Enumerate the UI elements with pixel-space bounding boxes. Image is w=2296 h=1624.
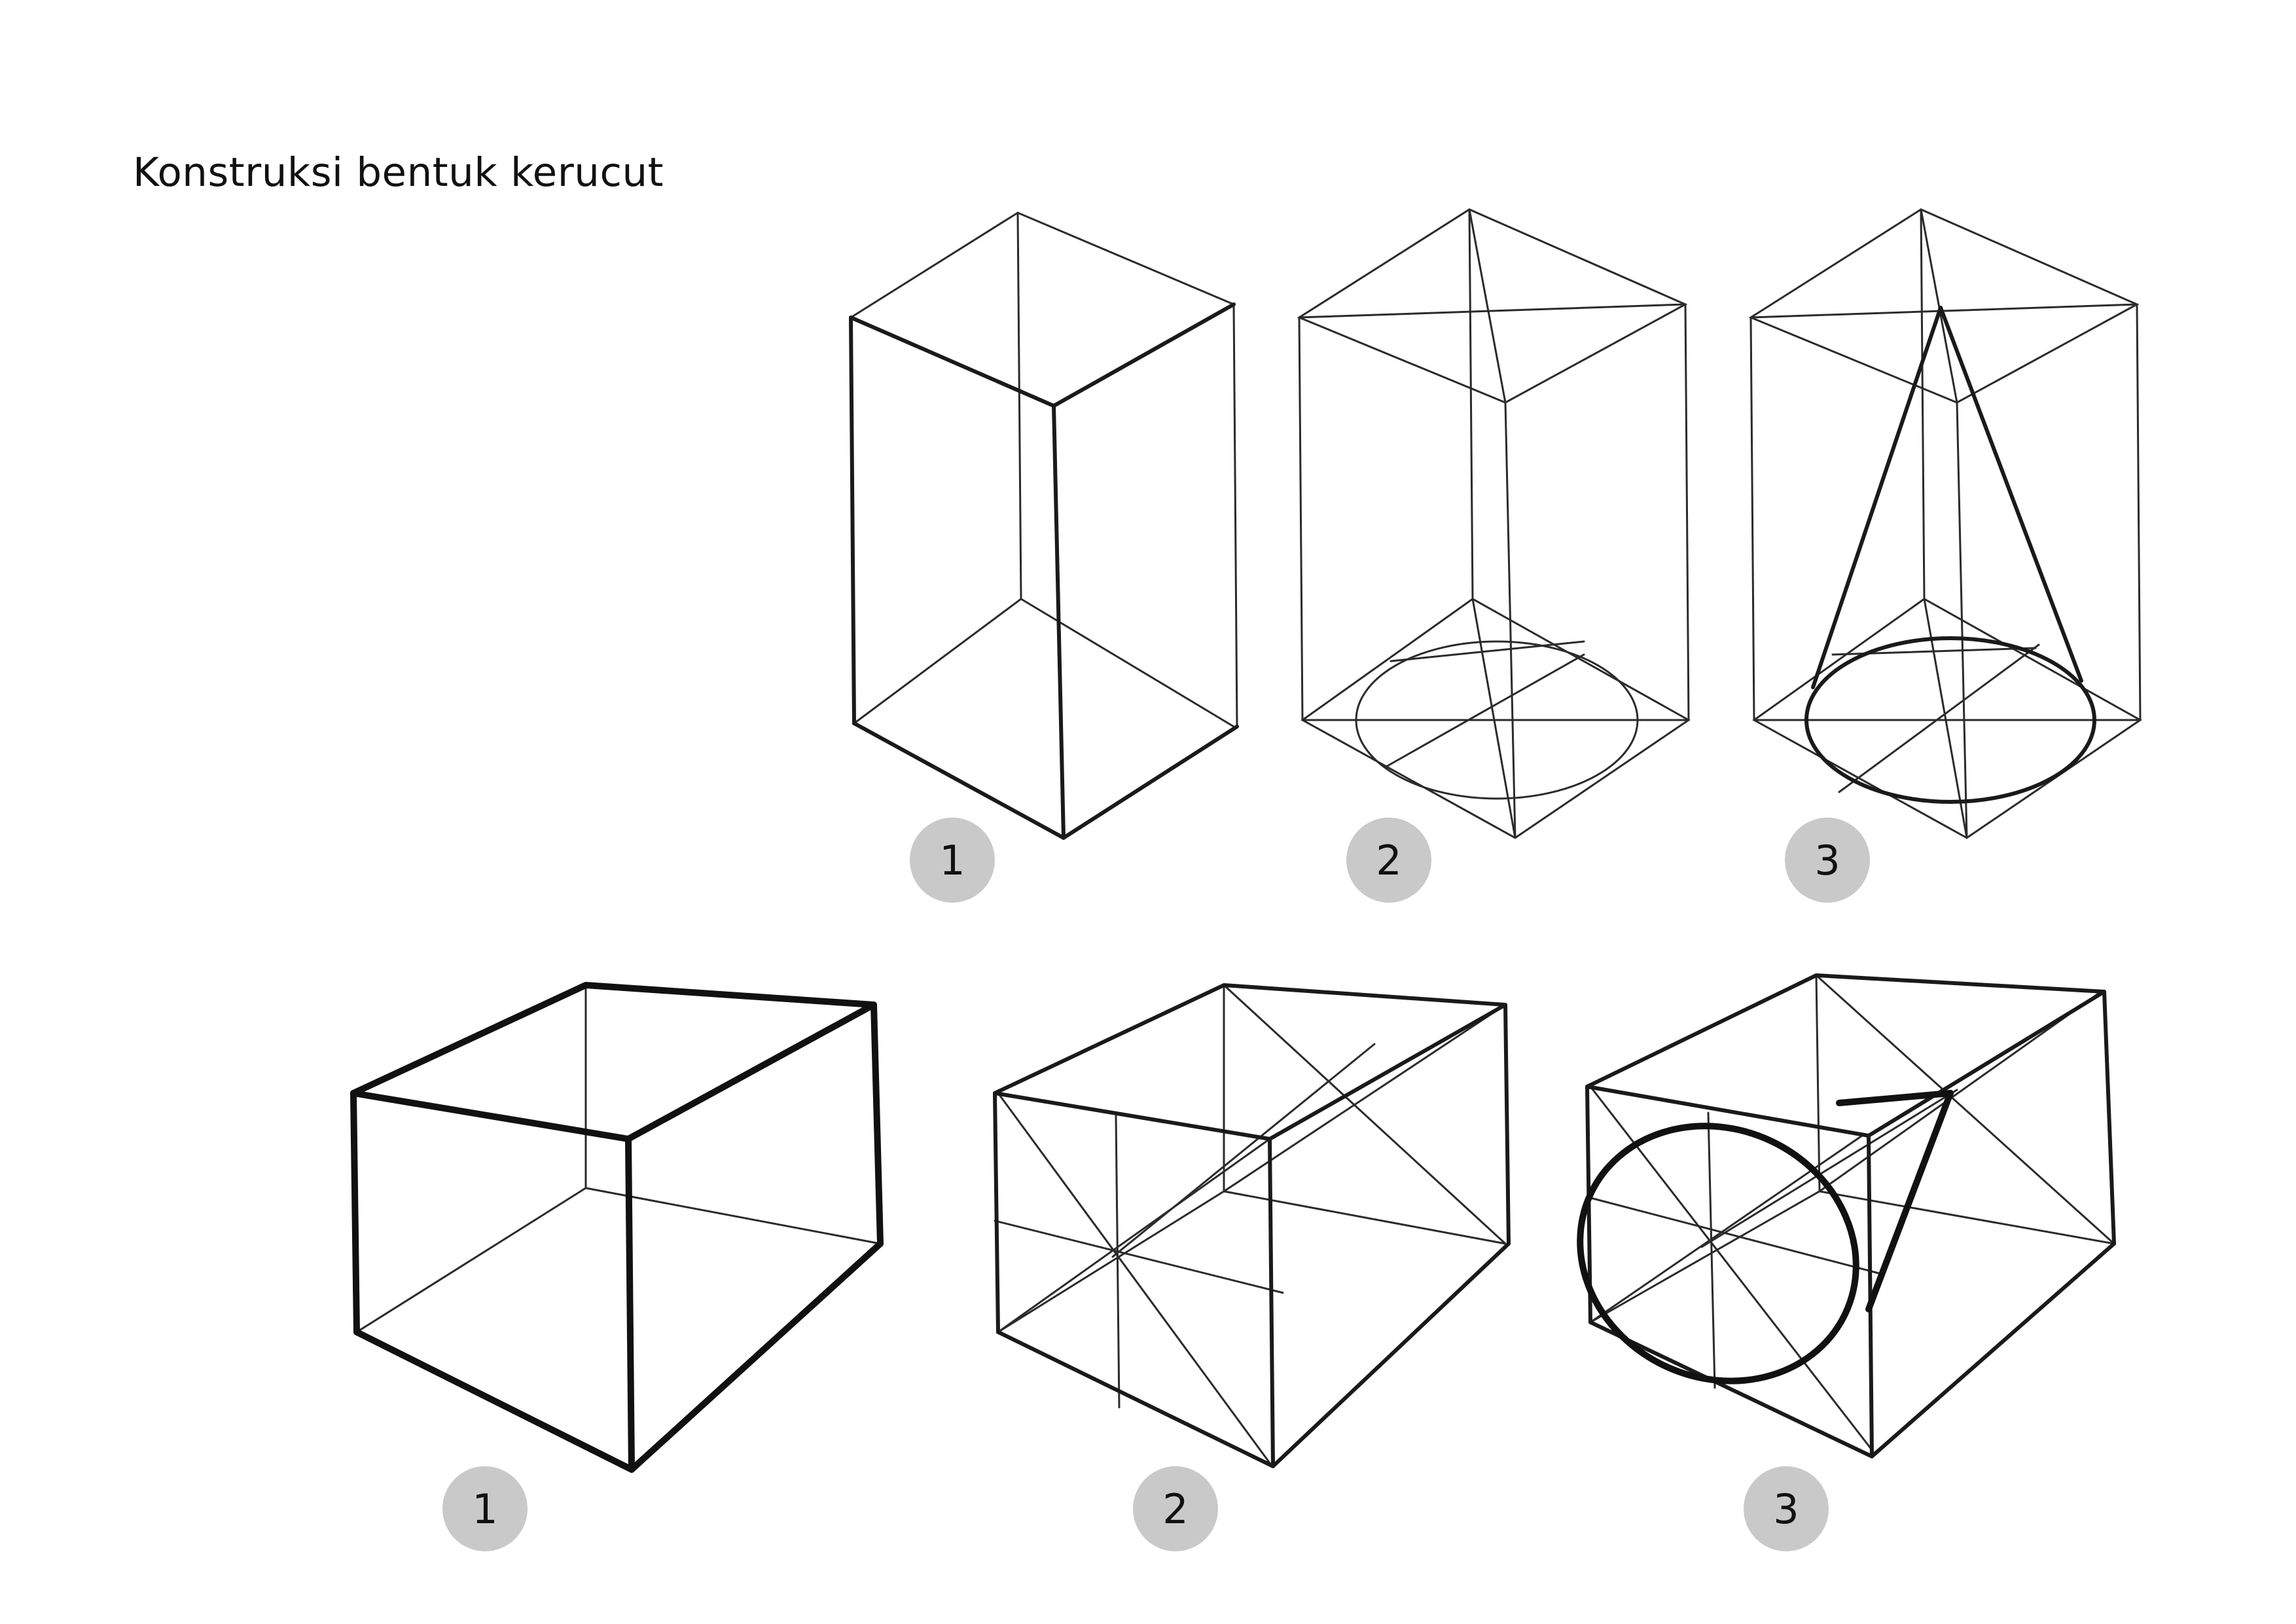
step-badge-top-3: 3: [1785, 818, 1870, 903]
top-box-step-2: [1297, 208, 1691, 839]
step-badge-bottom-2: 2: [1133, 1466, 1218, 1551]
bottom-box-step-1: [350, 982, 884, 1473]
step-badge-top-1: 1: [910, 818, 995, 903]
step-badge-bottom-3: 3: [1744, 1466, 1829, 1551]
page-title: Konstruksi bentuk kerucut: [133, 149, 664, 196]
step-badge-top-2: 2: [1346, 818, 1431, 903]
bottom-box-step-2: [993, 983, 1511, 1468]
top-box-step-3: [1748, 208, 2142, 839]
top-box-step-1: [849, 211, 1239, 840]
bottom-box-step-3: [1577, 973, 2116, 1458]
step-badge-bottom-1: 1: [442, 1466, 528, 1551]
